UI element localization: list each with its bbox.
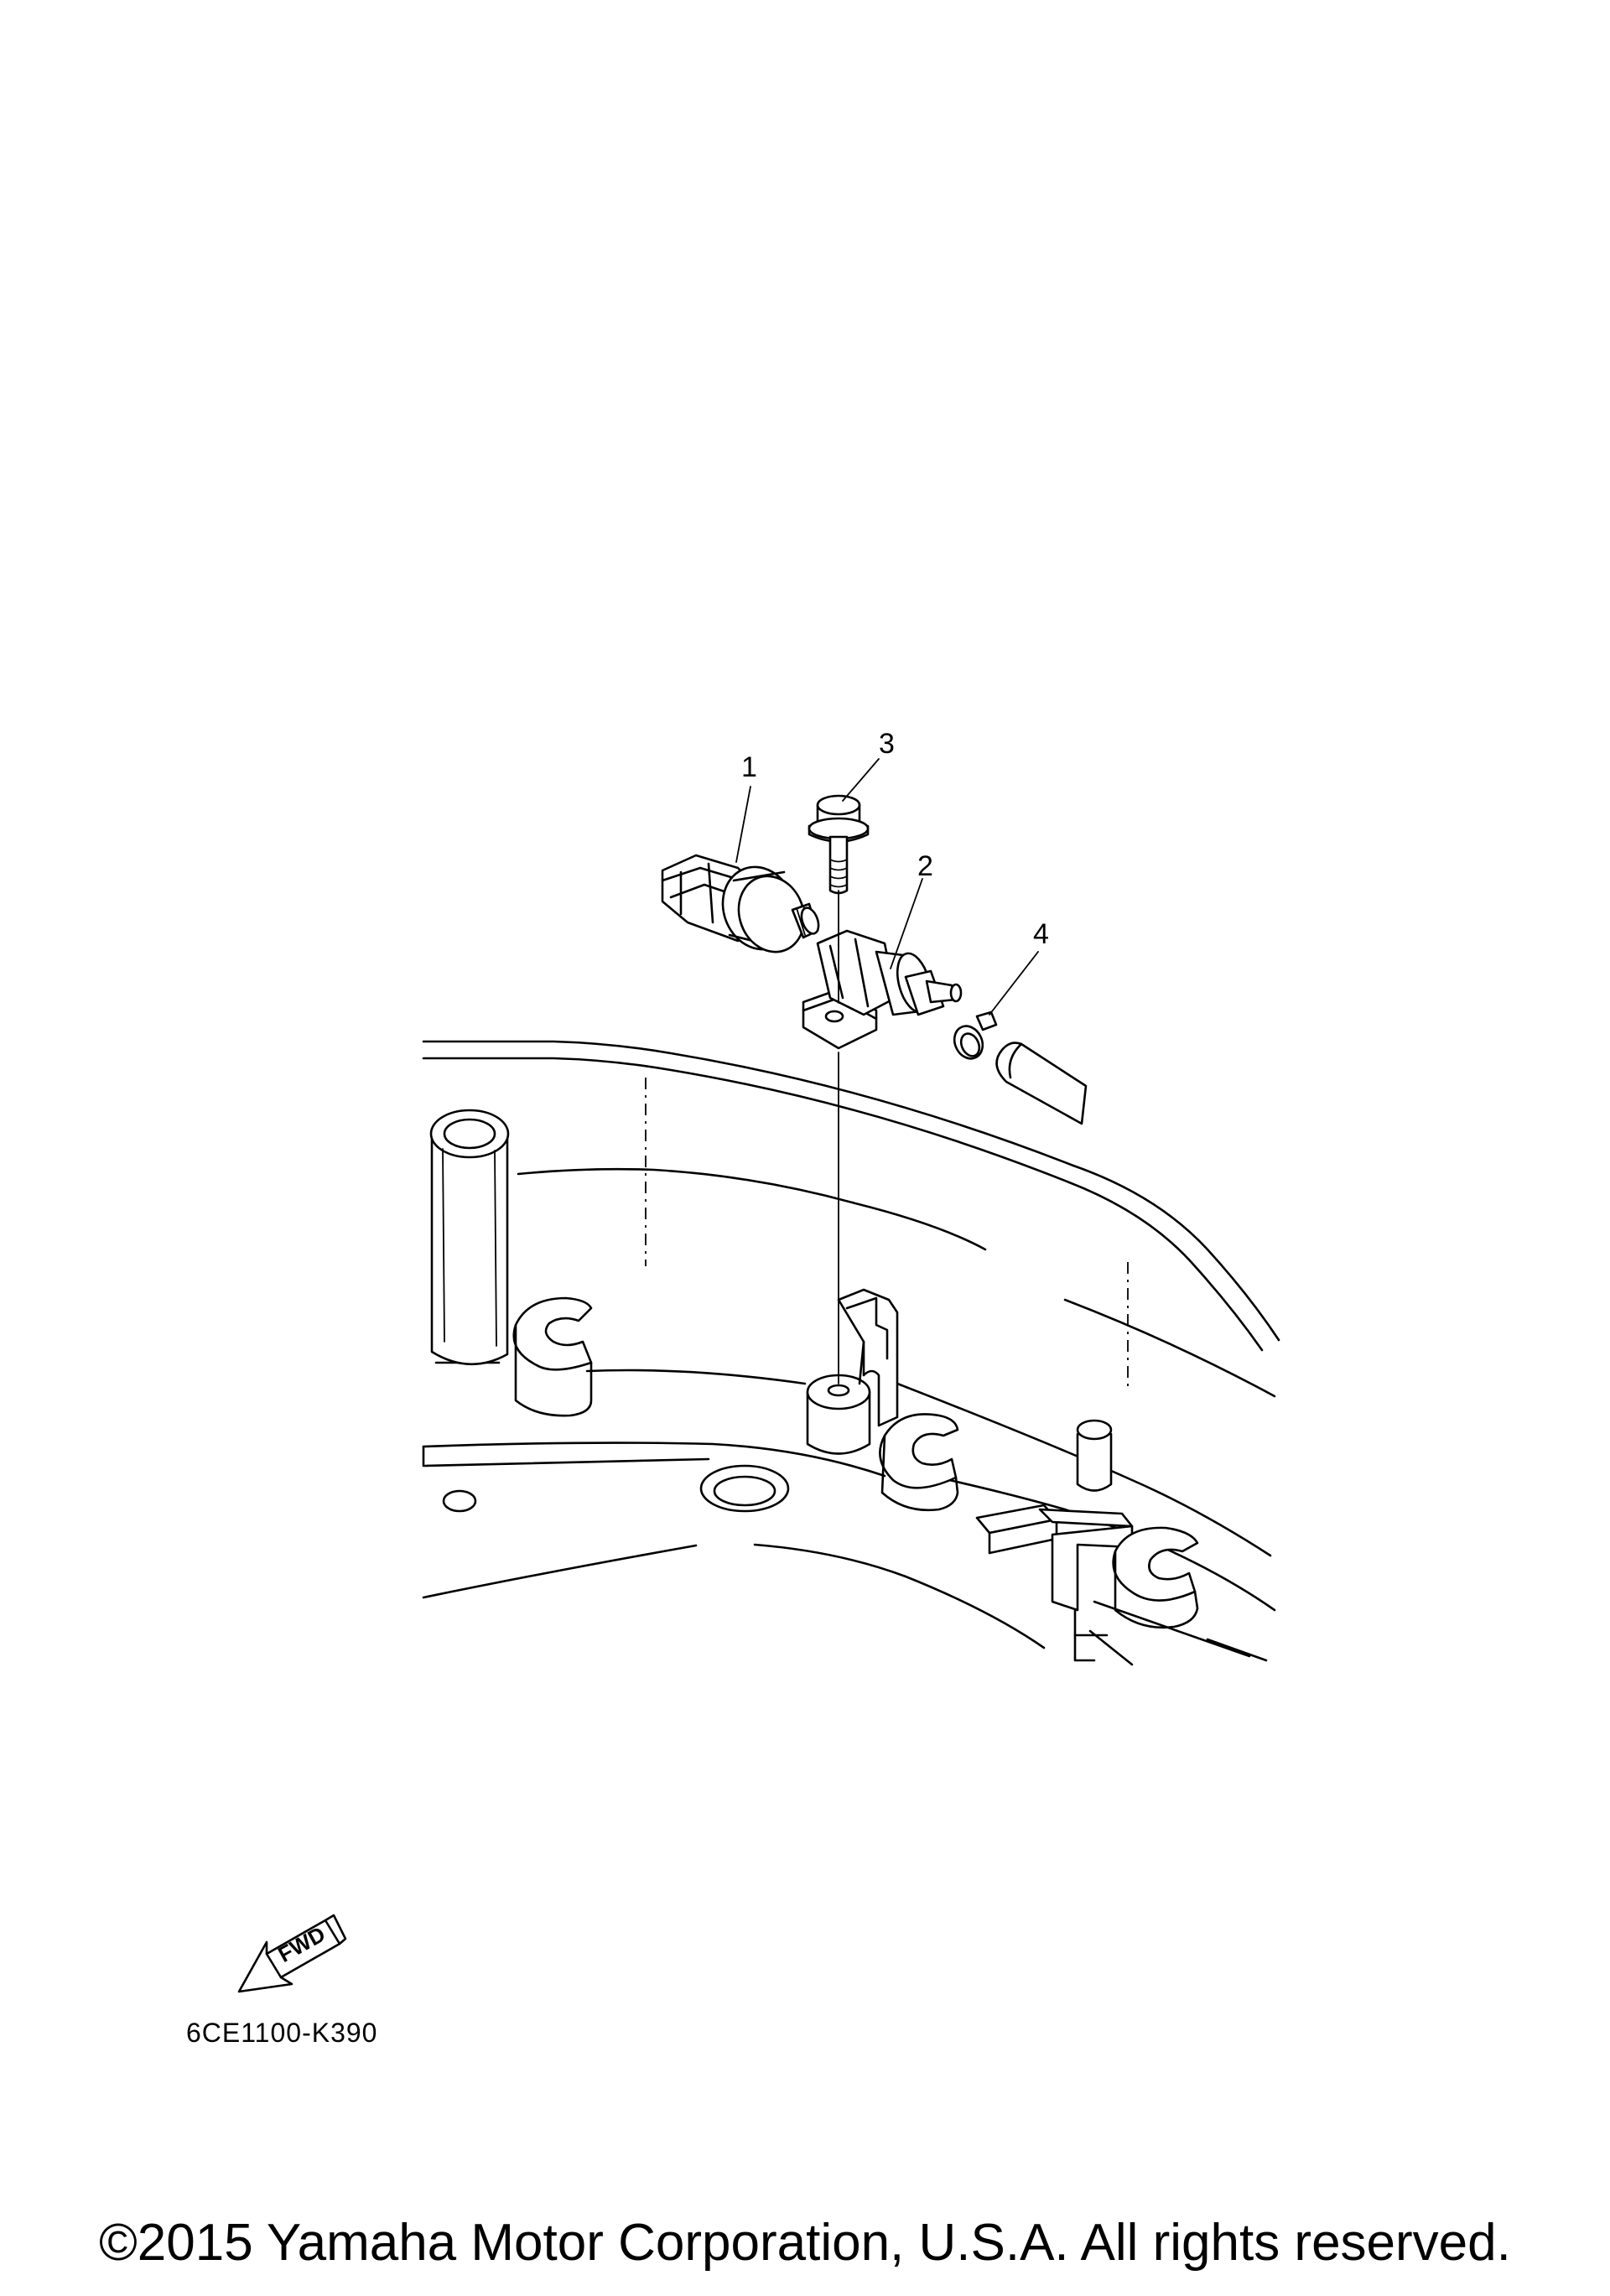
fwd-arrow-icon: FWD — [237, 1914, 347, 1993]
callout-3: 3 — [879, 728, 895, 760]
c-clip-right — [1112, 1526, 1199, 1629]
mounting-boss — [806, 1374, 871, 1455]
part-1-sensor — [661, 854, 820, 953]
rib — [975, 1504, 1134, 1612]
engine-housing — [422, 1040, 1280, 1666]
through-hole — [442, 1464, 790, 1513]
copyright-notice: ©2015 Yamaha Motor Corporation, U.S.A. A… — [99, 2214, 1511, 2272]
retaining-bracket — [837, 1288, 899, 1427]
part-2-joint — [802, 929, 963, 1050]
leader-3 — [842, 758, 880, 802]
leader-2 — [890, 878, 923, 969]
callout-leaders — [735, 758, 1039, 1016]
peg — [1076, 1419, 1113, 1492]
leader-4 — [989, 951, 1039, 1016]
diagram-code: 6CE1100-K390 — [186, 2018, 378, 2048]
hose — [995, 1042, 1088, 1125]
leader-1 — [735, 786, 751, 863]
callout-1: 1 — [741, 751, 757, 783]
callout-4: 4 — [1033, 918, 1049, 950]
c-clip-center — [879, 1413, 959, 1512]
part-4-clamp — [953, 1010, 998, 1060]
tube-boss — [429, 1109, 510, 1366]
c-clip-left — [512, 1296, 593, 1417]
callout-2: 2 — [917, 850, 933, 882]
part-3-bolt — [808, 794, 870, 895]
